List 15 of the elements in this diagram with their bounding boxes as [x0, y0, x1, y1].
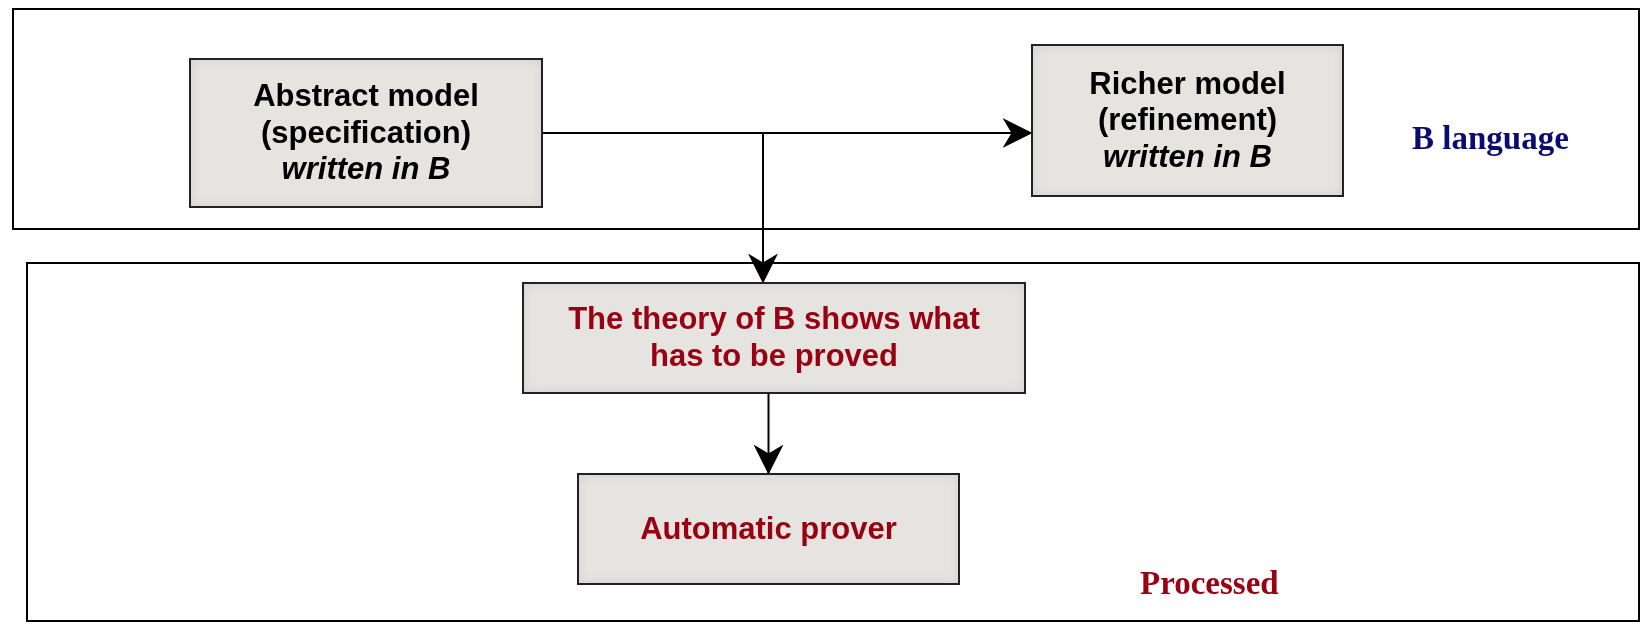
box-note: written in B — [281, 151, 451, 188]
region-label: B language — [1412, 120, 1569, 157]
process-box — [522, 282, 1026, 394]
box-label: Richer model (refinement) — [1088, 65, 1287, 139]
region-frame — [12, 8, 1640, 230]
arrow — [753, 393, 784, 475]
box-label: Abstract model (specification) — [252, 78, 480, 152]
box-note: written in B — [1103, 138, 1272, 176]
box-label: The theory of B shows what has to be proved — [567, 301, 981, 375]
process-box — [189, 58, 543, 208]
region-label: Processed — [1140, 565, 1279, 602]
process-box — [1031, 44, 1344, 197]
process-box — [577, 473, 960, 585]
region-frame — [26, 262, 1640, 622]
box-label: Automatic prover — [640, 510, 897, 548]
